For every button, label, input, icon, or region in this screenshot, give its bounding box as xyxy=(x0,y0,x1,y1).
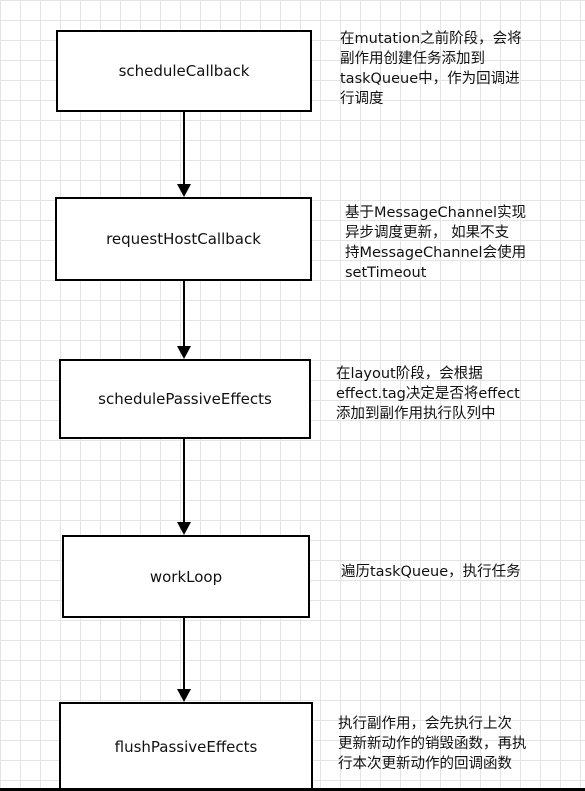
note-schedule-passive-effects: 在layout阶段，会根据 effect.tag决定是否将effect 添加到副… xyxy=(336,364,520,424)
node-request-host-callback: requestHostCallback xyxy=(55,197,312,281)
note-line: setTimeout xyxy=(345,265,427,281)
flow-arrow-2 xyxy=(177,281,191,359)
flow-arrow-4 xyxy=(177,618,191,702)
note-schedule-callback: 在mutation之前阶段，会将 副作用创建任务添加到 taskQueue中，作… xyxy=(340,29,522,109)
note-line: 更新新动作的销毁函数，再执 xyxy=(338,736,527,752)
node-label: scheduleCallback xyxy=(118,62,250,80)
node-schedule-passive-effects: schedulePassiveEffects xyxy=(59,359,311,439)
node-label: workLoop xyxy=(149,567,223,586)
note-line: 在layout阶段，会根据 xyxy=(336,366,483,382)
note-line: 基于MessageChannel实现 xyxy=(345,205,527,221)
node-label: schedulePassiveEffects xyxy=(98,390,272,408)
flow-arrow-1 xyxy=(177,112,191,197)
note-line: 行调度 xyxy=(340,91,384,107)
note-line: 行本次更新动作的回调函数 xyxy=(338,756,512,772)
note-line: 添加到副作用执行队列中 xyxy=(336,406,496,422)
note-line: 副作用创建任务添加到 xyxy=(340,51,485,67)
node-work-loop: workLoop xyxy=(62,535,310,618)
node-flush-passive-effects: flushPassiveEffects xyxy=(59,702,313,791)
note-line: taskQueue中，作为回调进 xyxy=(340,71,520,87)
node-schedule-callback: scheduleCallback xyxy=(56,30,312,112)
node-label: requestHostCallback xyxy=(106,230,261,248)
note-line: 持MessageChannel会使用 xyxy=(345,245,527,261)
note-line: effect.tag决定是否将effect xyxy=(336,386,520,402)
note-line: 异步调度更新， 如果不支 xyxy=(345,225,510,241)
note-request-host-callback: 基于MessageChannel实现 异步调度更新， 如果不支 持Message… xyxy=(345,203,526,283)
note-line: 在mutation之前阶段，会将 xyxy=(340,31,522,47)
note-line: 执行副作用，会先执行上次 xyxy=(338,716,512,732)
note-line: 遍历taskQueue，执行任务 xyxy=(341,564,521,580)
note-work-loop: 遍历taskQueue，执行任务 xyxy=(341,562,521,582)
flow-arrow-3 xyxy=(177,439,191,535)
bottom-edge-line xyxy=(0,788,585,791)
note-flush-passive-effects: 执行副作用，会先执行上次 更新新动作的销毁函数，再执 行本次更新动作的回调函数 xyxy=(338,714,527,774)
node-label: flushPassiveEffects xyxy=(114,737,258,756)
